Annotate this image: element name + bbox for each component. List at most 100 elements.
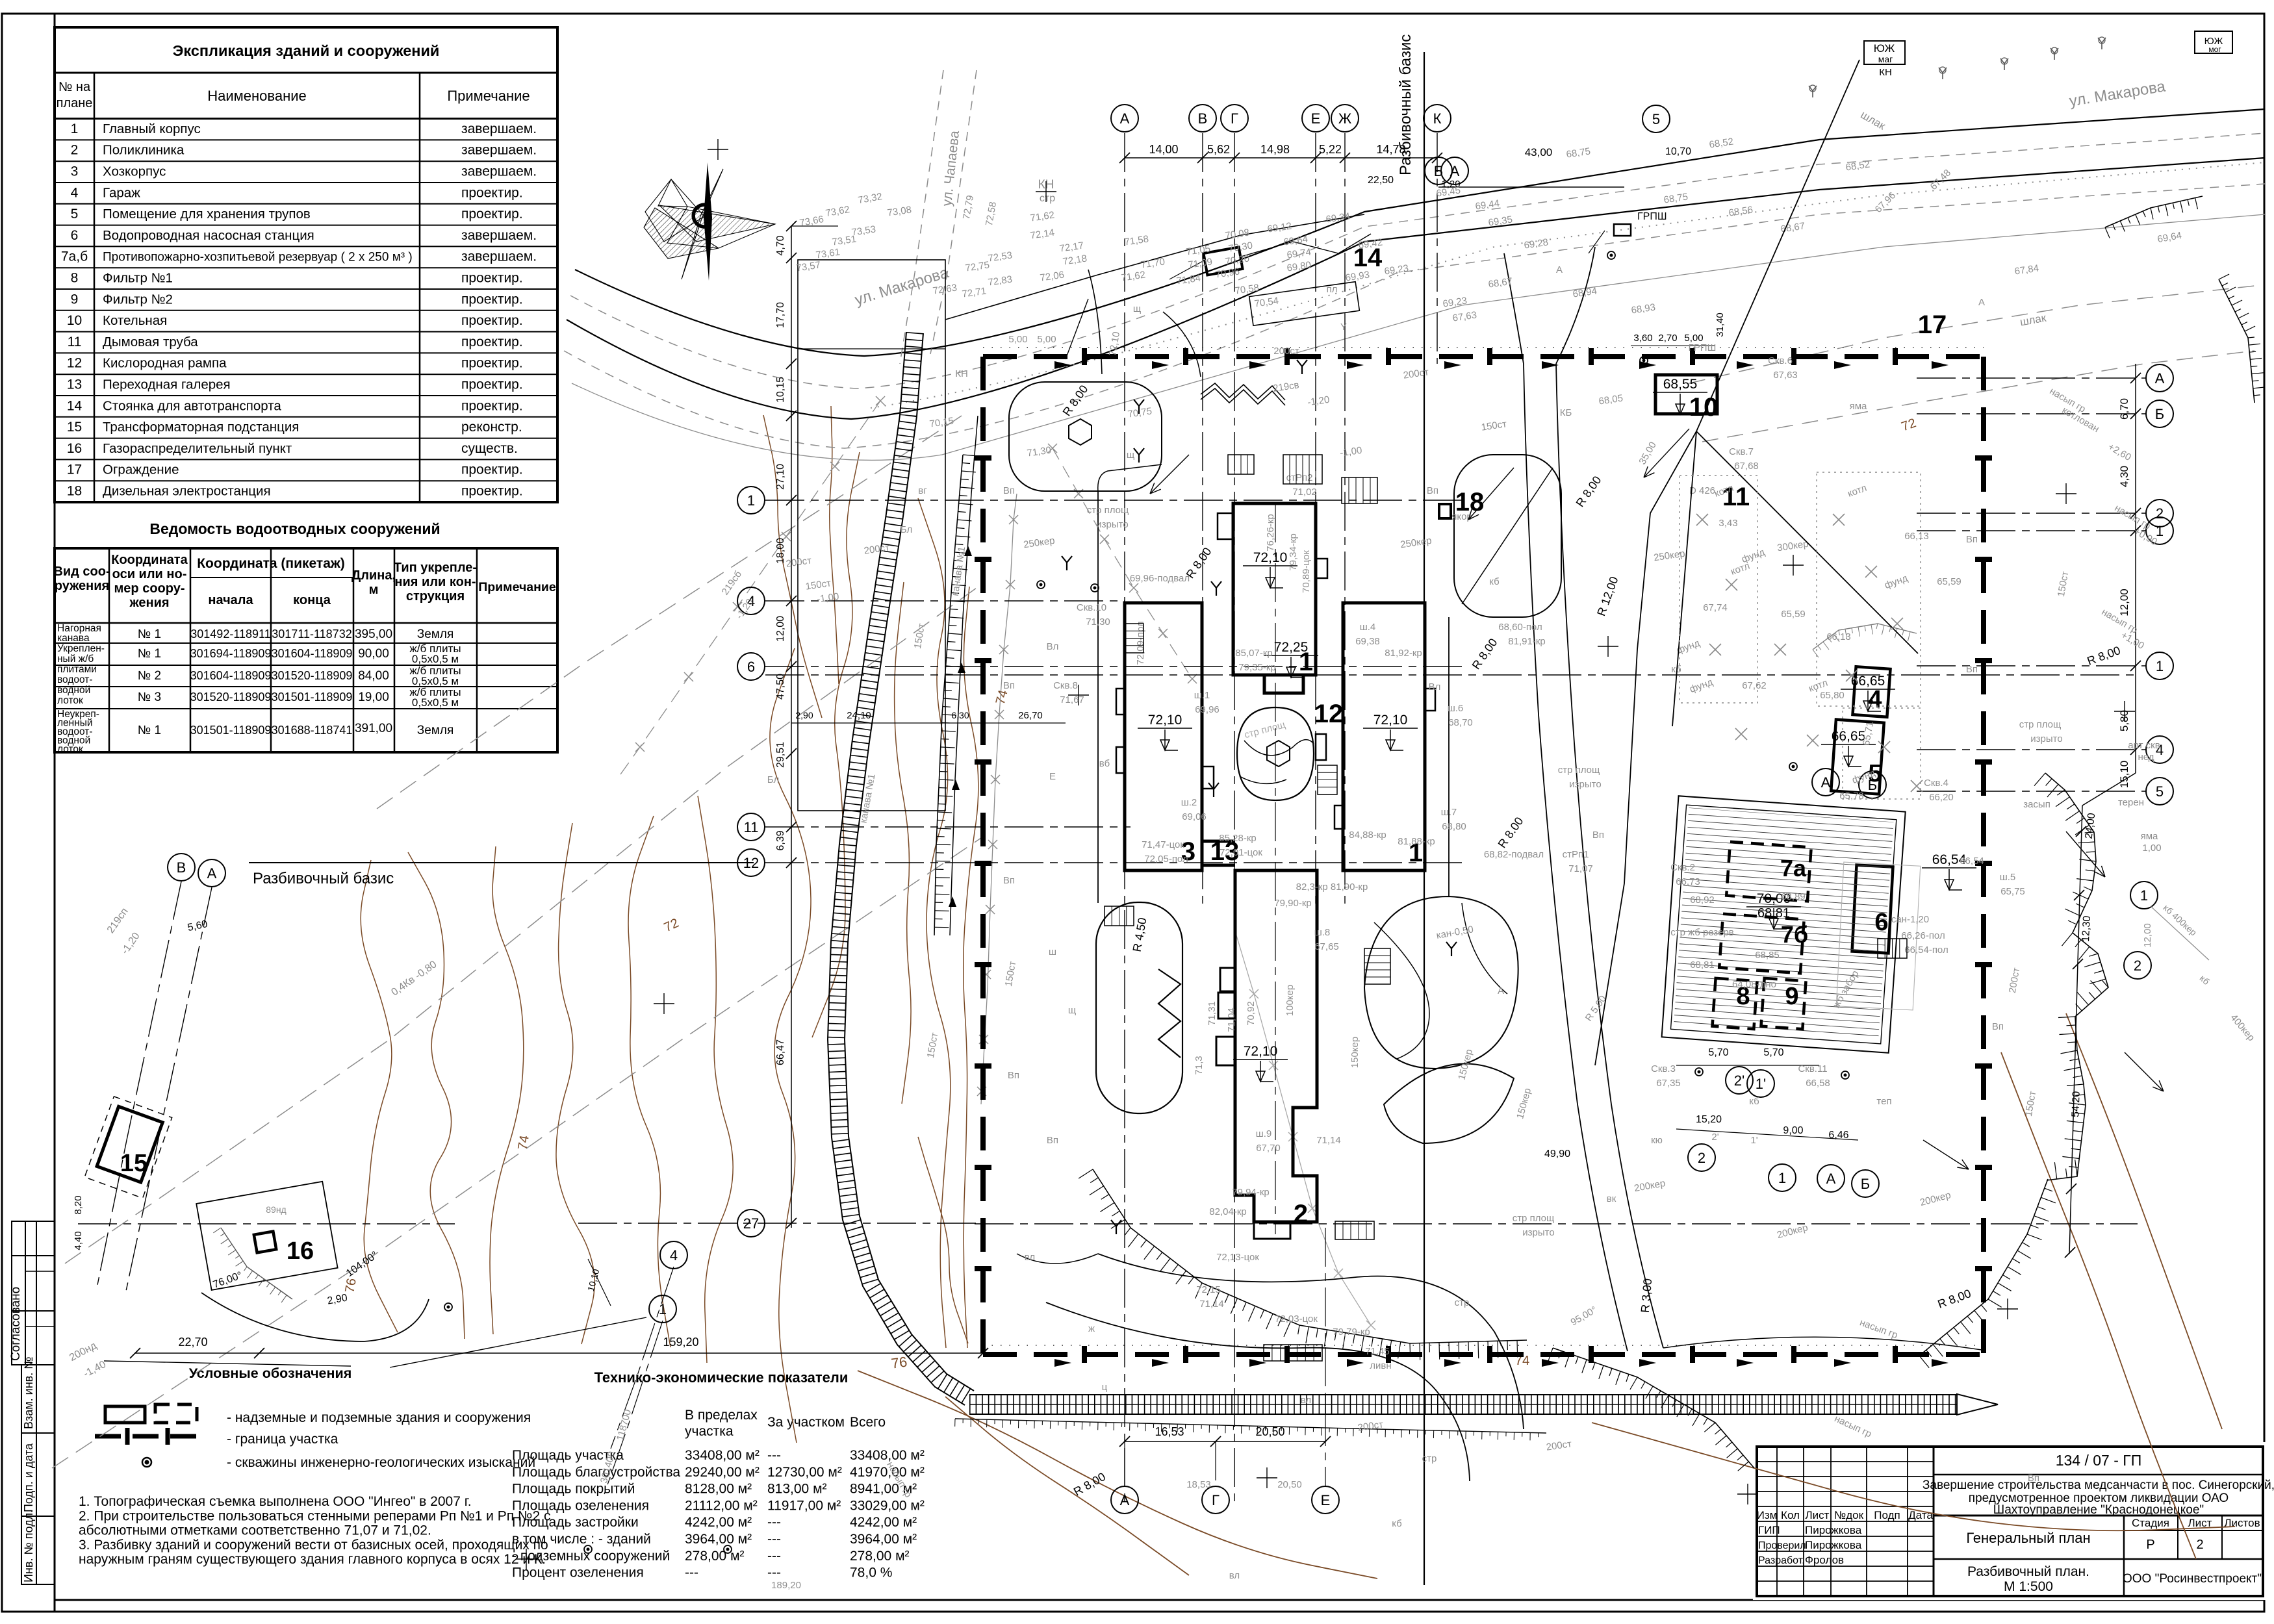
svg-text:Наименование: Наименование [207,88,307,104]
svg-text:Поликлиника: Поликлиника [103,143,185,158]
svg-text:200ст: 200ст [1403,366,1430,381]
svg-text:1': 1' [1756,1076,1766,1092]
svg-text:17: 17 [67,463,82,477]
svg-text:проектир.: проектир. [461,463,523,477]
svg-text:Y: Y [1340,322,1347,333]
svg-text:завершаем.: завершаем. [461,249,537,264]
svg-text:68,67: 68,67 [1488,276,1514,290]
svg-text:72,53: 72,53 [988,250,1014,264]
svg-text:Вп: Вп [1003,680,1015,691]
svg-text:71,30: 71,30 [1027,445,1053,459]
svg-text:А: А [1498,985,1504,996]
svg-text:68,82-подвал: 68,82-подвал [1484,849,1544,860]
svg-text:Лист: Лист [2188,1517,2212,1529]
svg-text:1: 1 [659,1301,667,1317]
svg-text:12,00: 12,00 [775,616,786,642]
svg-text:Вп: Вп [1008,1070,1019,1081]
svg-text:Нагорная: Нагорная [57,623,101,634]
svg-text:33408,00 м²: 33408,00 м² [850,1448,925,1463]
svg-text:72,03-цок: 72,03-цок [1275,1313,1318,1325]
svg-text:проектир.: проектир. [461,484,523,499]
svg-text:8: 8 [1736,983,1750,1010]
svg-text:вг: вг [918,485,927,496]
svg-text:7а,б: 7а,б [61,249,88,264]
svg-text:4: 4 [670,1247,678,1263]
svg-text:лоток: лоток [57,695,83,706]
svg-text:Вп: Вп [1427,485,1438,496]
svg-text:ж: ж [1088,1323,1095,1334]
svg-text:43,00: 43,00 [1525,146,1553,159]
svg-text:Проверил: Проверил [1758,1540,1806,1551]
svg-text:Скв.4: Скв.4 [1924,778,1948,789]
svg-text:1: 1 [71,121,79,136]
svg-text:водной: водной [57,735,90,746]
svg-text:72,71: 72,71 [962,286,988,300]
svg-text:Неукреп-: Неукреп- [57,709,99,720]
svg-text:66,26-пол: 66,26-пол [1901,930,1945,941]
svg-text:73,53: 73,53 [851,224,877,238]
svg-text:69,34: 69,34 [1325,211,1351,225]
svg-text:Земля: Земля [417,628,454,641]
svg-text:Водопроводная насосная станция: Водопроводная насосная станция [103,228,314,243]
svg-text:189,20: 189,20 [771,1580,801,1591]
svg-text:4242,00 м²: 4242,00 м² [850,1515,917,1530]
svg-text:Генеральный план: Генеральный план [1966,1530,2090,1546]
svg-text:71,84: 71,84 [1176,273,1202,287]
svg-text:84,00: 84,00 [358,669,389,683]
svg-text:наружным граням существующего: наружным граням существующего здания гла… [79,1552,546,1567]
svg-text:Фильтр №1: Фильтр №1 [103,271,173,286]
svg-text:79,34-кр: 79,34-кр [1288,533,1299,570]
svg-text:Вп: Вп [1966,664,1978,675]
svg-text:67,84: 67,84 [2014,263,2040,277]
svg-text:5: 5 [2156,783,2164,800]
svg-text:А: А [1556,264,1563,275]
svg-text:41970,00 м²: 41970,00 м² [850,1465,925,1480]
svg-text:№ 2: № 2 [138,669,161,683]
svg-text:16: 16 [287,1237,314,1265]
svg-text:Вп: Вп [1992,1021,2004,1032]
svg-text:72,18: 72,18 [1062,253,1088,268]
svg-text:69,96: 69,96 [1195,704,1220,715]
svg-text:Площадь участка: Площадь участка [512,1448,624,1463]
svg-text:Примечание: Примечание [478,580,556,594]
svg-text:6,39: 6,39 [775,830,786,850]
svg-text:18: 18 [1455,488,1485,516]
svg-text:68,85: 68,85 [1755,950,1780,961]
svg-text:Скв.2: Скв.2 [1670,862,1695,873]
svg-text:Изм: Изм [1757,1509,1778,1521]
svg-text:150ст: 150ст [1481,418,1508,433]
svg-text:ш.9: ш.9 [1256,1128,1272,1139]
svg-text:Гараж: Гараж [103,185,140,200]
svg-text:проектир.: проектир. [461,185,523,200]
svg-text:72,10: 72,10 [1148,713,1182,728]
svg-text:72,83: 72,83 [988,274,1014,288]
svg-text:2': 2' [1711,1132,1718,1143]
svg-text:К: К [1433,110,1442,127]
svg-text:15: 15 [120,1150,147,1177]
svg-text:12: 12 [1314,700,1344,728]
svg-text:3: 3 [1181,837,1195,866]
svg-text:70,20: 70,20 [1225,253,1251,268]
svg-text:8,20: 8,20 [73,1195,84,1214]
svg-text:№док: №док [1834,1509,1864,1521]
svg-text:ГИП: ГИП [1758,1524,1780,1536]
svg-text:Координата: Координата [111,553,188,567]
svg-text:5: 5 [71,207,79,222]
svg-text:68,75: 68,75 [1566,146,1592,160]
svg-text:Земля: Земля [417,724,454,737]
svg-text:3: 3 [71,164,79,179]
svg-text:9: 9 [71,292,79,307]
svg-text:134 / 07 - ГП: 134 / 07 - ГП [2056,1452,2142,1469]
svg-text:68,75: 68,75 [1663,192,1689,206]
svg-text:71,05: 71,05 [1186,244,1212,258]
svg-text:65,59: 65,59 [1937,576,1961,587]
svg-text:ш.6: ш.6 [1448,703,1464,714]
svg-text:301604-118909: 301604-118909 [272,647,353,660]
svg-text:67,74: 67,74 [1703,602,1728,613]
svg-text:Вп: Вп [1003,875,1015,886]
svg-text:канава: канава [57,633,90,644]
svg-text:5: 5 [1652,111,1660,127]
svg-text:71,62: 71,62 [1030,210,1056,224]
svg-text:14: 14 [67,398,83,413]
svg-text:69,23: 69,23 [1384,263,1410,277]
